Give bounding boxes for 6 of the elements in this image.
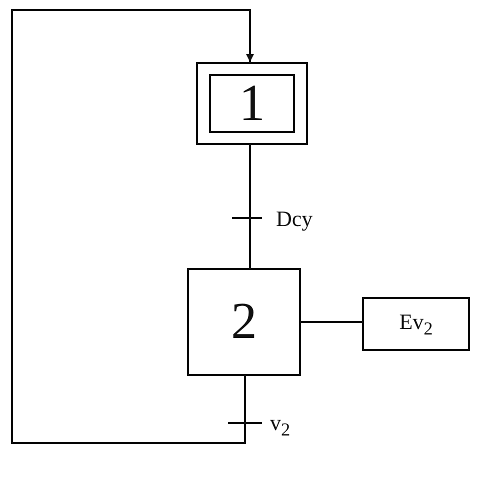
step-box (187, 268, 301, 376)
step-number: 1 (239, 78, 265, 130)
initial-step-box (196, 62, 308, 145)
action-label: Ev$_{2}$ (399, 310, 433, 338)
action-box (362, 297, 470, 351)
step-number: 2 (231, 296, 257, 348)
